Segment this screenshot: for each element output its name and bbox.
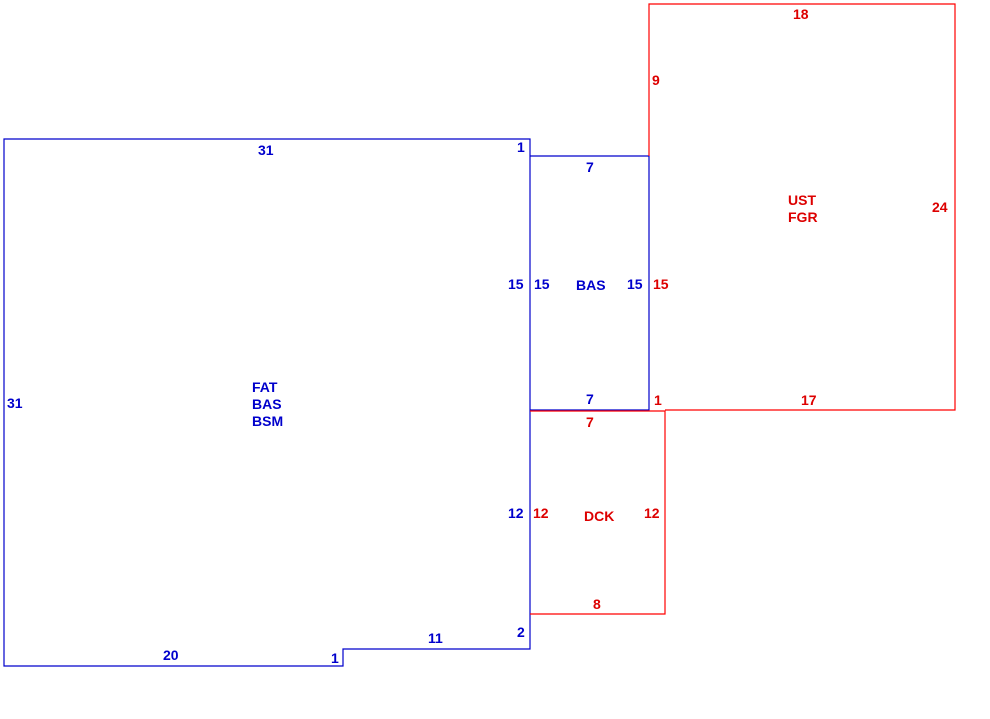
dim-main-right: 15 — [508, 276, 524, 292]
dim-deck-left: 12 — [533, 505, 549, 521]
dim-garage-bottom: 17 — [801, 392, 817, 408]
dim-garage-step: 1 — [654, 392, 662, 408]
dim-main-notch: 2 — [517, 624, 525, 640]
garage-outline — [648, 3, 956, 411]
dim-deck-top: 7 — [586, 414, 594, 430]
dim-addition-bottom: 7 — [586, 391, 594, 407]
addition-outline — [530, 155, 650, 411]
dim-addition-left: 15 — [534, 276, 550, 292]
dim-garage-left: 9 — [652, 72, 660, 88]
dim-main-bottom-right: 11 — [428, 630, 443, 646]
dim-main-top: 31 — [258, 142, 274, 158]
garage-area-code-1: UST — [788, 192, 816, 208]
deck-area-code: DCK — [584, 508, 614, 524]
dim-main-left: 31 — [7, 395, 23, 411]
main-structure-outline — [3, 138, 531, 667]
dim-addition-top: 7 — [586, 159, 594, 175]
main-area-code-1: FAT — [252, 379, 278, 395]
dim-addition-right: 15 — [627, 276, 643, 292]
dim-garage-shared: 15 — [653, 276, 669, 292]
garage-area-code-2: FGR — [788, 209, 818, 225]
main-area-code-2: BAS — [252, 396, 282, 412]
dim-main-step-top: 1 — [517, 139, 525, 155]
dim-garage-top: 18 — [793, 6, 809, 22]
addition-area-code: BAS — [576, 277, 606, 293]
dim-garage-right: 24 — [932, 199, 948, 215]
dim-deck-bottom: 8 — [593, 596, 601, 612]
dim-main-bottom: 20 — [163, 647, 179, 663]
dim-main-lower-right: 12 — [508, 505, 524, 521]
main-area-code-3: BSM — [252, 413, 283, 429]
dim-deck-right: 12 — [644, 505, 660, 521]
dim-main-bottom-step: 1 — [331, 650, 339, 666]
deck-outline — [530, 410, 666, 615]
